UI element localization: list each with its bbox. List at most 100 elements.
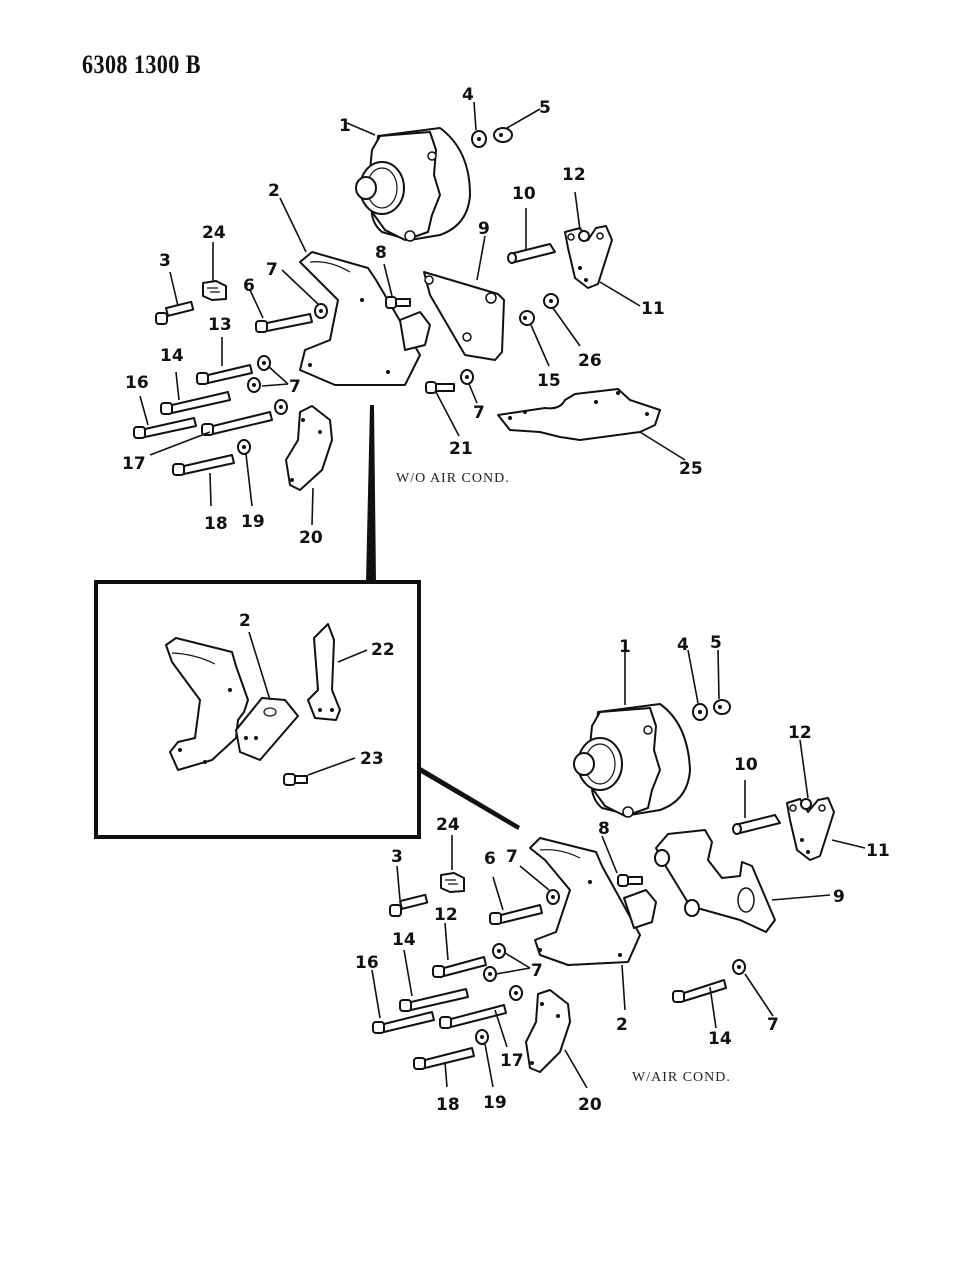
bolt-part-18 (172, 454, 235, 476)
washer-part-4-ac (692, 703, 708, 721)
bolt-part-12-ac (432, 956, 487, 978)
callout-20-ac: 20 (578, 1095, 602, 1115)
leader-lines-top (139, 101, 686, 526)
callout-4-ac: 4 (677, 635, 689, 655)
bolt-part-3-ac (389, 893, 429, 917)
bolt-part-21 (425, 381, 455, 394)
callout-4: 4 (462, 85, 474, 105)
view-without-ac: 1 4 5 2 24 3 7 6 8 9 10 12 11 13 14 16 7… (122, 85, 703, 548)
callout-7-pair: 7 (289, 377, 301, 397)
bracket-part-2 (299, 251, 431, 386)
callout-8: 8 (375, 243, 387, 263)
callout-1-ac: 1 (619, 637, 631, 657)
callout-24-ac: 24 (436, 815, 460, 835)
bolt-part-14-ac (399, 988, 469, 1012)
callout-14-ac: 14 (392, 930, 416, 950)
bolt-part-23 (283, 773, 308, 786)
spacer-part-10 (507, 243, 556, 264)
leader-lines-bottom (371, 649, 866, 1089)
callout-24: 24 (202, 223, 226, 243)
callout-7-top: 7 (266, 260, 278, 280)
inset-view: 2 22 23 (94, 580, 421, 839)
bracket-part-2-inset (165, 637, 299, 771)
washer-part-19-ac (475, 1029, 489, 1045)
bracket-part-20-ac (525, 989, 571, 1073)
callout-1: 1 (339, 116, 351, 136)
caption-with-ac: W/AIR COND. (632, 1070, 731, 1085)
bracket-part-2-ac (529, 837, 657, 966)
washer-part-7-e (274, 399, 288, 415)
callout-19-ac: 19 (483, 1093, 507, 1113)
callout-26: 26 (578, 351, 602, 371)
washer-part-7-ac-c (483, 966, 497, 982)
nut-part-12 (578, 230, 590, 242)
callout-9-ac: 9 (833, 887, 845, 907)
callout-20: 20 (299, 528, 323, 548)
view-with-ac: 1 4 5 10 12 11 9 24 3 6 7 8 12 14 16 7 2… (355, 633, 890, 1115)
callout-23: 23 (360, 749, 384, 769)
bolt-part-18-ac (413, 1047, 475, 1070)
bolt-part-16 (133, 417, 197, 439)
callout-7-bolt21: 7 (473, 403, 485, 423)
plate-part-9 (423, 271, 505, 361)
callout-11-ac: 11 (866, 841, 890, 861)
callout-16-ac: 16 (355, 953, 379, 973)
bracket-part-9-ac (654, 829, 776, 933)
washer-part-7-ac (546, 889, 560, 905)
spacer-part-15 (519, 310, 535, 326)
washer-part-7-d (247, 377, 261, 393)
callout-13: 13 (208, 315, 232, 335)
callout-5-ac: 5 (710, 633, 722, 653)
callout-7-ac: 7 (506, 847, 518, 867)
bolt-part-16-ac (372, 1011, 435, 1034)
callout-21: 21 (449, 439, 473, 459)
washer-part-19 (237, 439, 251, 455)
bolt-part-13 (196, 364, 253, 385)
callout-6: 6 (243, 276, 255, 296)
clip-nut-part-24 (202, 280, 227, 301)
callout-18: 18 (204, 514, 228, 534)
bracket-part-20 (285, 405, 333, 491)
clip-nut-part-24-ac (440, 872, 465, 893)
callout-2-inset: 2 (239, 611, 251, 631)
bolt-part-14-ac-b (672, 979, 727, 1003)
bolt-part-6-ac (489, 904, 543, 925)
callout-14-ac-b: 14 (708, 1029, 732, 1049)
connector-line-inset (419, 766, 520, 830)
alternator-part-1 (355, 127, 471, 242)
connector-line (366, 405, 376, 582)
washer-part-7-ac-e (732, 959, 746, 975)
callout-11: 11 (641, 299, 665, 319)
washer-part-7 (314, 303, 328, 319)
callout-5: 5 (539, 98, 551, 118)
washer-part-4 (471, 130, 487, 148)
bracket-part-22 (307, 623, 341, 721)
callout-12-bolt-ac: 12 (434, 905, 458, 925)
callout-3-ac: 3 (391, 847, 403, 867)
bolt-part-6 (255, 313, 313, 333)
callout-10-ac: 10 (734, 755, 758, 775)
washer-part-7-ac-b (492, 943, 506, 959)
bolt-part-8-ac (617, 874, 643, 887)
callout-2: 2 (268, 181, 280, 201)
bolt-part-14 (160, 391, 231, 415)
washer-part-7-ac-d (509, 985, 523, 1001)
callout-22: 22 (371, 640, 395, 660)
callout-8-ac: 8 (598, 819, 610, 839)
callout-3: 3 (159, 251, 171, 271)
nut-part-5-ac (713, 699, 731, 715)
alternator-part-1-ac (573, 703, 691, 818)
callout-7-ac-e: 7 (767, 1015, 779, 1035)
bolt-part-17 (201, 411, 273, 436)
callout-12-ac: 12 (788, 723, 812, 743)
callout-17: 17 (122, 454, 146, 474)
callout-12: 12 (562, 165, 586, 185)
callout-25: 25 (679, 459, 703, 479)
spacer-part-10-ac (732, 814, 781, 835)
callout-10: 10 (512, 184, 536, 204)
plate-part-25 (497, 388, 661, 441)
callout-6-ac: 6 (484, 849, 496, 869)
callout-18-ac: 18 (436, 1095, 460, 1115)
bolt-part-8 (385, 296, 411, 309)
bracket-part-11 (564, 225, 613, 289)
